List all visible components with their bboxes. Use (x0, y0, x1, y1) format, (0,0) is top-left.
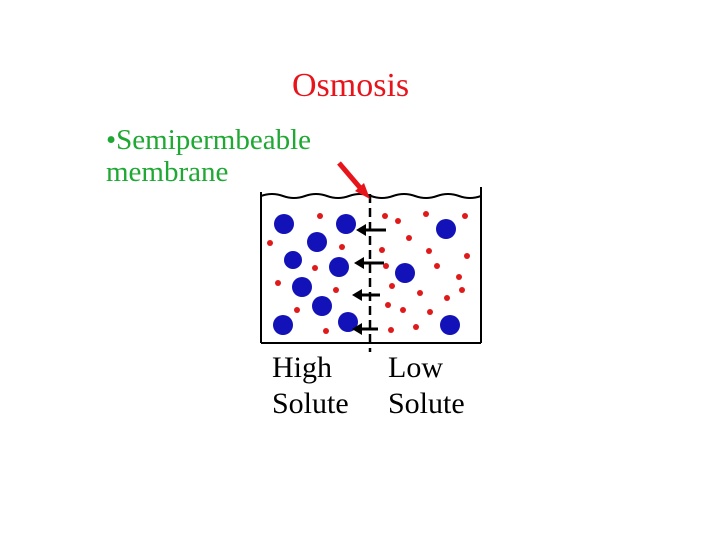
solute-particle (440, 315, 460, 335)
water-particle (312, 265, 318, 271)
low-solute-line1: Low (388, 350, 465, 386)
water-particle (323, 328, 329, 334)
water-particle (395, 218, 401, 224)
water-particle (389, 283, 395, 289)
water-particle (456, 274, 462, 280)
solute-particle (329, 257, 349, 277)
water-particle (459, 287, 465, 293)
solute-particle (292, 277, 312, 297)
water-particle (385, 302, 391, 308)
water-particle (426, 248, 432, 254)
water-particle (417, 290, 423, 296)
solute-particle (274, 214, 294, 234)
water-particle (382, 213, 388, 219)
water-particle (464, 253, 470, 259)
water-particle (413, 324, 419, 330)
high-solute-line1: High (272, 350, 349, 386)
water-particle (427, 309, 433, 315)
water-particle (294, 307, 300, 313)
water-particle (434, 263, 440, 269)
low-solute-label: Low Solute (388, 350, 465, 422)
water-particle (267, 240, 273, 246)
solute-particle (336, 214, 356, 234)
water-particle (423, 211, 429, 217)
left-arrow-icon (352, 289, 380, 301)
water-particle (333, 287, 339, 293)
high-solute-label: High Solute (272, 350, 349, 422)
solute-particle (436, 219, 456, 239)
water-particle (400, 307, 406, 313)
solute-particle (312, 296, 332, 316)
water-particle (444, 295, 450, 301)
water-particle (462, 213, 468, 219)
water-particle (275, 280, 281, 286)
water-particle (317, 213, 323, 219)
water-particle (406, 235, 412, 241)
solute-particles (273, 214, 460, 335)
solute-particle (395, 263, 415, 283)
water-particle (339, 244, 345, 250)
solute-particle (307, 232, 327, 252)
high-solute-line2: Solute (272, 386, 349, 422)
water-particle (379, 247, 385, 253)
low-solute-line2: Solute (388, 386, 465, 422)
solute-particle (284, 251, 302, 269)
water-particle (388, 327, 394, 333)
solute-particle (273, 315, 293, 335)
